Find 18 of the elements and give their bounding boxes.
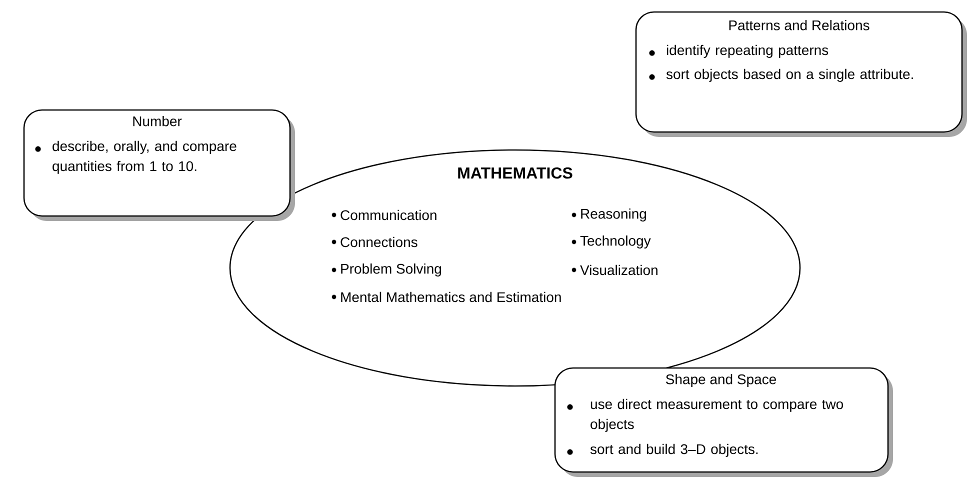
bullet-item: Problem Solving: [332, 263, 442, 277]
bullet-item: Mental Mathematics and Estimation: [332, 292, 561, 302]
rounded-box: [23, 109, 295, 221]
box-heading: Number: [133, 116, 182, 126]
title: MATHEMATICS: [458, 167, 572, 179]
bullet-item: Technology: [572, 235, 651, 249]
bullet-item: identify repeating patterns: [649, 44, 828, 58]
rounded-box: [635, 11, 967, 137]
box-heading: Patterns and Relations: [729, 20, 870, 30]
bullet-item: Reasoning: [572, 208, 646, 222]
bullet-item: sort objects based on a single attribute.: [649, 68, 913, 82]
bullet-item: describe, orally, and compare quantities from 1 to 10.: [35, 140, 236, 174]
bullet-item: Communication: [332, 210, 436, 220]
bullet-item: Visualization: [572, 264, 658, 276]
bullet-item: sort and build 3–D objects.: [567, 444, 758, 457]
box-heading: Shape and Space: [666, 374, 776, 388]
bullet-item: Connections: [332, 236, 418, 248]
rounded-box: [554, 367, 893, 477]
